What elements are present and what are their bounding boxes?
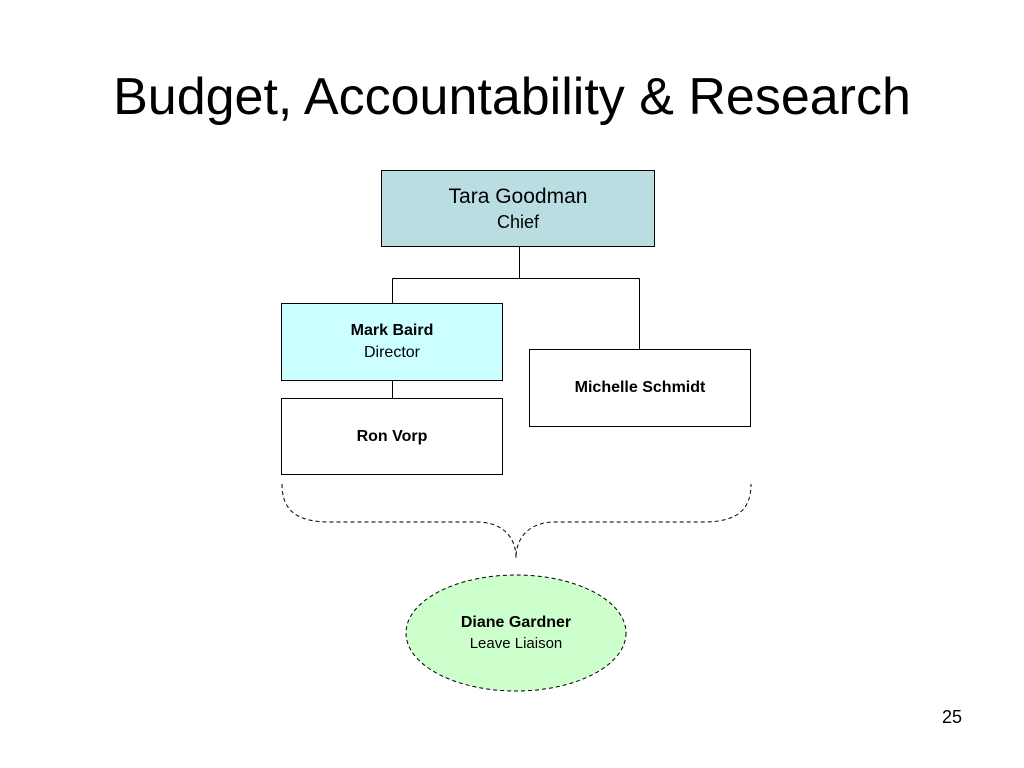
liaison-name: Diane Gardner <box>460 614 572 631</box>
liaison-ellipse <box>405 574 627 692</box>
director-box: Mark Baird Director <box>281 303 503 381</box>
chief-name: Tara Goodman <box>448 184 588 208</box>
staff-name: Michelle Schmidt <box>574 379 706 396</box>
director-role: Director <box>363 344 420 361</box>
dashed-brace <box>281 483 752 559</box>
liaison-role: Leave Liaison <box>469 635 563 652</box>
staff-box-michelle-schmidt: Michelle Schmidt <box>529 349 751 427</box>
page-number: 25 <box>941 707 962 727</box>
staff-box-ron-vorp: Ron Vorp <box>281 398 503 475</box>
director-name: Mark Baird <box>350 322 434 339</box>
slide-title: Budget, Accountability & Research <box>113 68 911 126</box>
liaison-node: Diane Gardner Leave Liaison <box>406 574 626 692</box>
chief-role: Chief <box>496 211 540 232</box>
chief-box: Tara Goodman Chief <box>381 170 655 247</box>
staff-name: Ron Vorp <box>356 427 428 445</box>
